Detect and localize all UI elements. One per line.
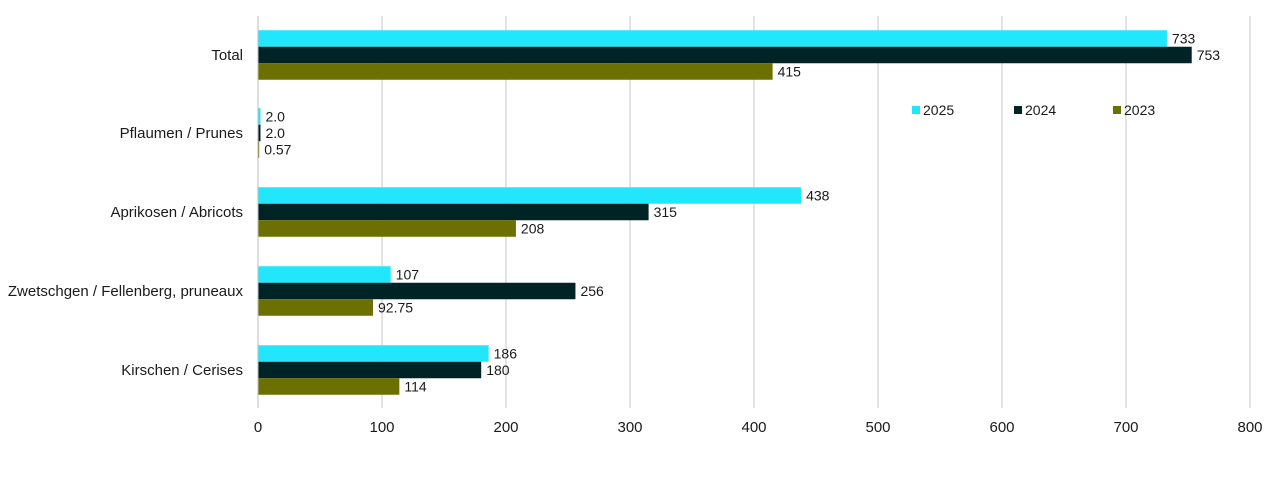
category-label: Aprikosen / Abricots	[110, 204, 243, 221]
bar-2025-3	[258, 266, 391, 283]
data-label: 415	[778, 64, 802, 80]
category-label: Kirschen / Cerises	[121, 362, 243, 379]
x-tick-label: 500	[865, 419, 890, 436]
bar-2024-1	[258, 124, 261, 142]
data-label: 180	[486, 362, 510, 378]
bar-2024-0	[258, 46, 1192, 64]
x-tick-label: 700	[1113, 419, 1138, 436]
bar-2024-4	[258, 361, 482, 379]
bar-2024-3	[258, 282, 576, 300]
legend: 2025 2024 2023	[912, 102, 1155, 118]
legend-swatch-2023	[1113, 106, 1121, 114]
legend-label: 2025	[923, 102, 954, 118]
data-label: 0.57	[264, 142, 291, 158]
data-label: 315	[654, 204, 678, 220]
x-tick-label: 100	[369, 419, 394, 436]
x-tick-label: 800	[1237, 419, 1262, 436]
bar-2023-4	[258, 378, 400, 395]
data-label: 438	[806, 188, 830, 204]
data-label: 2.0	[265, 109, 285, 125]
bar-2025-0	[258, 30, 1167, 47]
bar-2025-4	[258, 345, 489, 362]
legend-swatch-2025	[912, 106, 920, 114]
bar-2023-1	[258, 141, 260, 158]
legend-label: 2024	[1025, 102, 1056, 118]
bar-2023-2	[258, 220, 516, 237]
bar-2023-3	[258, 299, 374, 316]
data-label: 256	[580, 283, 604, 299]
bars	[258, 30, 1192, 395]
data-label: 2.0	[265, 125, 285, 141]
category-label: Pflaumen / Prunes	[120, 125, 243, 142]
x-tick-label: 0	[254, 419, 262, 436]
bar-2025-2	[258, 187, 802, 204]
data-label: 753	[1197, 47, 1221, 63]
data-label: 186	[494, 346, 518, 362]
legend-swatch-2024	[1014, 106, 1022, 114]
data-label: 92.75	[378, 300, 413, 316]
data-label: 114	[404, 379, 427, 395]
legend-label: 2023	[1124, 102, 1155, 118]
data-label: 107	[396, 267, 420, 283]
bar-2025-1	[258, 108, 261, 125]
x-tick-label: 600	[989, 419, 1014, 436]
x-tick-label: 300	[617, 419, 642, 436]
x-tick-label: 400	[741, 419, 766, 436]
value-labels: 733 2.0 438 107 186 753 2.0 315 256 180 415 0.57 208…	[264, 31, 1220, 395]
bar-2024-2	[258, 203, 649, 221]
category-label: Zwetschgen / Fellenberg, pruneaux	[8, 283, 244, 300]
x-tick-label: 200	[493, 419, 518, 436]
data-label: 208	[521, 221, 545, 237]
data-label: 733	[1172, 31, 1196, 47]
bar-2023-0	[258, 63, 773, 80]
category-label: Total	[211, 47, 243, 64]
